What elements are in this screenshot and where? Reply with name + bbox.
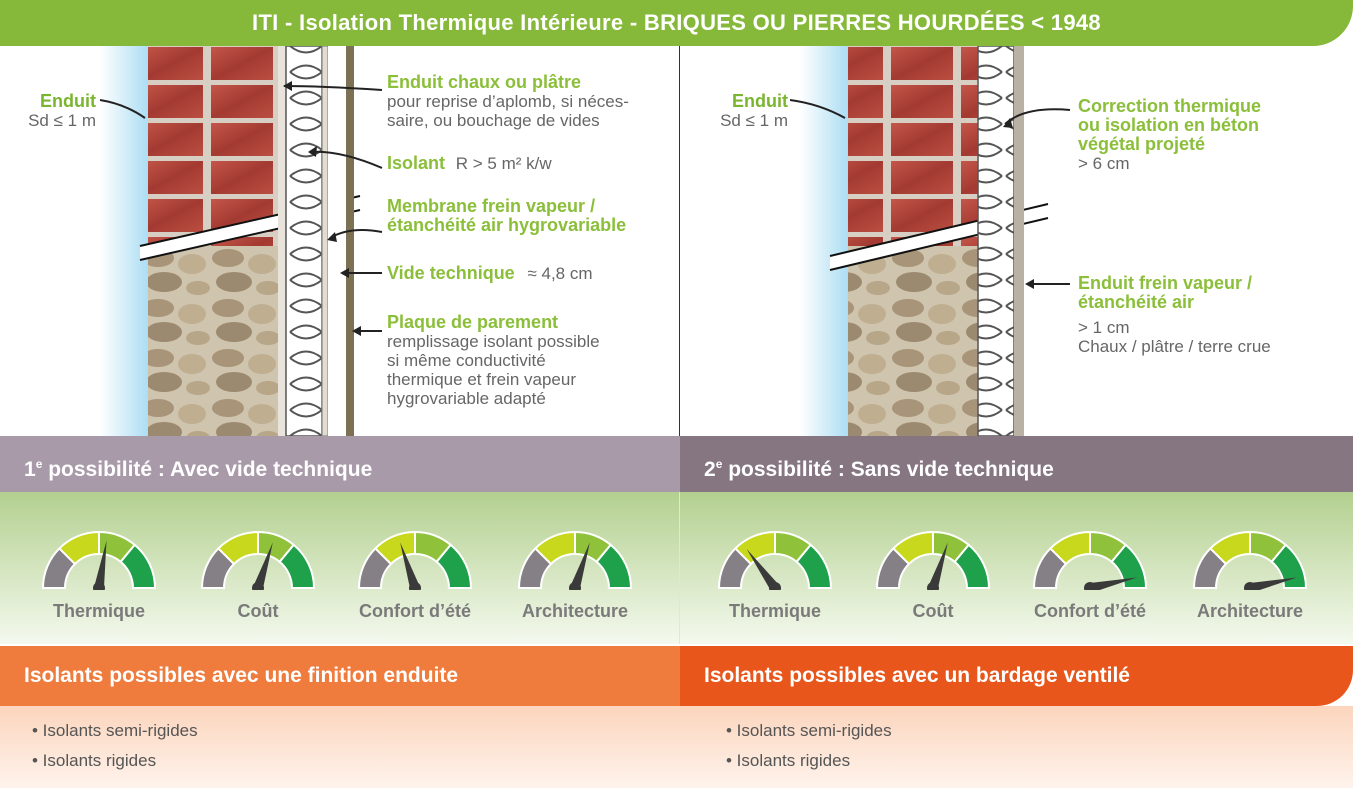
gauge-needle (1248, 577, 1297, 593)
gauge-label: Thermique (52, 601, 145, 621)
possibility-number: 2 (704, 458, 716, 481)
gauge-divider (679, 492, 680, 644)
gauge-dial (200, 530, 316, 594)
label-title: Correction thermique (1078, 96, 1262, 116)
label-value: ≈ 4,8 cm (527, 264, 593, 283)
gauge: Confort d’été (340, 522, 490, 622)
list-item: • Isolants rigides (32, 751, 157, 770)
label-title: Enduit chaux ou plâtre (387, 72, 582, 92)
gauge-needle (253, 542, 273, 590)
label-title: étanchéité air (1078, 292, 1195, 312)
gauge-dial (517, 530, 633, 594)
label-membrane: Membrane frein vapeur / étanchéité air h… (387, 197, 677, 235)
insulants-enduit-header: Isolants possibles avec une finition end… (0, 646, 680, 706)
gauge: Coût (183, 522, 333, 622)
gauge: Architecture (500, 522, 650, 622)
label-sub: Chaux / plâtre / terre crue (1078, 337, 1271, 356)
gauge-dial (41, 530, 157, 594)
center-divider (679, 46, 680, 436)
possibility-number: 1 (24, 458, 36, 481)
insulants-band (0, 706, 1353, 788)
list-item: • Isolants semi-rigides (32, 721, 198, 740)
gauge-dial (717, 530, 833, 594)
label-sub: thermique et frein vapeur (387, 370, 576, 389)
label-sub: > 1 cm (1078, 318, 1130, 337)
possibility-sup: e (715, 457, 723, 471)
gauge-segment (595, 543, 633, 589)
label-title: Vide technique (387, 263, 515, 283)
label-enduit-chaux: Enduit chaux ou plâtre pour reprise d’ap… (387, 72, 677, 131)
gauge-dial (875, 530, 991, 594)
gauge-label: Coût (912, 601, 954, 621)
page-title: ITI - Isolation Thermique Intérieure - B… (0, 0, 1353, 46)
gauge-segment (435, 543, 473, 589)
gauge: Architecture (1175, 522, 1325, 622)
label-title: Isolant (387, 153, 446, 173)
gauge-label: Confort d’été (359, 601, 471, 621)
gauge: Confort d’été (1015, 522, 1165, 622)
insulants-list-right: • Isolants semi-rigides • Isolants rigid… (726, 716, 892, 776)
gauge-segment (953, 543, 991, 589)
label-title: Plaque de parement (387, 312, 559, 332)
gauge-segment (278, 543, 316, 589)
enduit-label: Enduit (732, 91, 788, 111)
gauge-segment (1110, 543, 1148, 589)
label-isolant: Isolant R > 5 m² k/w (387, 153, 677, 174)
gauge-dial (357, 530, 473, 594)
label-title: Enduit frein vapeur / (1078, 273, 1253, 293)
gauge: Coût (858, 522, 1008, 622)
label-sub: si même conductivité (387, 351, 546, 370)
gauge-dial (1032, 530, 1148, 594)
gauge: Thermique (24, 522, 174, 622)
label-enduit-frein-vapeur: Enduit frein vapeur / étanchéité air > 1… (1078, 273, 1348, 357)
label-vide-technique: Vide technique ≈ 4,8 cm (387, 263, 677, 284)
gauge-needle (928, 542, 948, 590)
possibility-1-header: 1e possibilité : Avec vide technique (0, 436, 680, 492)
label-title: Membrane frein vapeur / (387, 196, 596, 216)
label-title: végétal projeté (1078, 134, 1206, 154)
gauge-dial (1192, 530, 1308, 594)
gauge-label: Architecture (521, 601, 629, 621)
label-value: R > 5 m² k/w (455, 154, 552, 173)
label-title: ou isolation en béton (1078, 115, 1259, 135)
label-sub: hygrovariable adapté (387, 389, 546, 408)
label-title: étanchéité air hygrovariable (387, 215, 627, 235)
gauge-label: Coût (237, 601, 279, 621)
enduit-label: Enduit (40, 91, 96, 111)
gauge: Thermique (700, 522, 850, 622)
gauge-label: Confort d’été (1034, 601, 1146, 621)
possibility-sup: e (35, 457, 43, 471)
insulants-bardage-header: Isolants possibles avec un bardage venti… (680, 646, 1353, 706)
right-wall-diagram (789, 46, 1071, 436)
label-plaque-parement: Plaque de parement remplissage isolant p… (387, 312, 677, 409)
gauge-needle (1088, 577, 1137, 593)
label-sub: pour reprise d’aplomb, si néces- (387, 92, 629, 111)
possibility-label: possibilité : Avec vide technique (48, 458, 373, 481)
list-item: • Isolants semi-rigides (726, 721, 892, 740)
gauge-needle (400, 542, 420, 590)
gauge-label: Architecture (1196, 601, 1304, 621)
insulants-list-left: • Isolants semi-rigides • Isolants rigid… (32, 716, 198, 776)
possibility-label: possibilité : Sans vide technique (728, 458, 1054, 481)
enduit-sd: Sd ≤ 1 m (720, 111, 788, 130)
enduit-sd: Sd ≤ 1 m (28, 111, 96, 130)
list-item: • Isolants rigides (726, 751, 851, 770)
gauge-label: Thermique (728, 601, 821, 621)
possibility-2-header: 2e possibilité : Sans vide technique (680, 436, 1353, 492)
label-sub: > 6 cm (1078, 154, 1130, 173)
gauge-segment (119, 543, 157, 589)
label-correction-thermique: Correction thermique ou isolation en bét… (1078, 96, 1348, 174)
label-sub: saire, ou bouchage de vides (387, 111, 600, 130)
label-sub: remplissage isolant possible (387, 332, 600, 351)
left-wall-diagram (99, 46, 383, 436)
gauge-segment (795, 543, 833, 589)
gauge-segment (1270, 543, 1308, 589)
gauge-needle (94, 540, 107, 589)
gauge-needle (570, 542, 590, 590)
gauge-needle (746, 549, 780, 591)
